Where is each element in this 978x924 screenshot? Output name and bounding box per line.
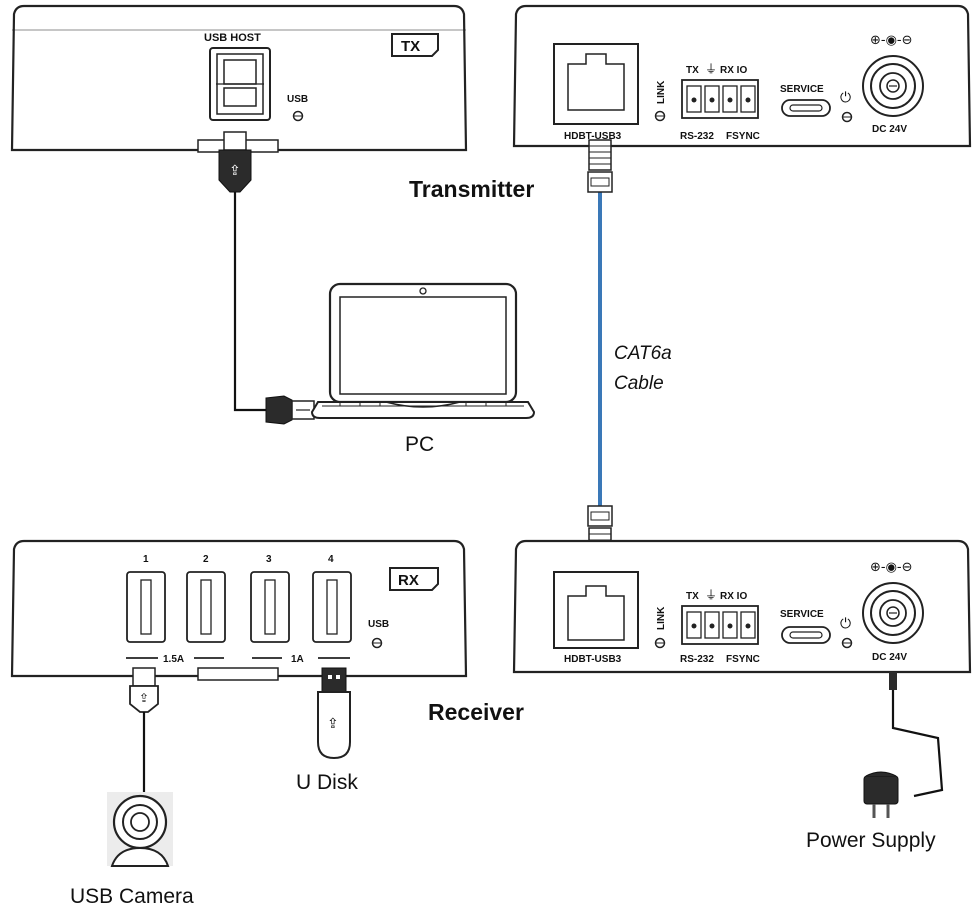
rx-group-2-current: 1A [291,654,304,665]
tx-service-label: SERVICE [780,84,824,95]
cable-label-line2: Cable [614,373,664,394]
tx-hdbt-port[interactable] [553,43,639,125]
rx-usb-unit: 1 2 3 4 1.5A 1A USB [10,539,468,681]
rx-terminal-block[interactable] [681,605,759,645]
rx-power-icon: ⏻ [840,616,851,632]
tx-service-port[interactable] [781,99,831,117]
u-disk-label: U Disk [296,771,358,794]
tx-link-led [654,110,666,122]
usb-cable-tx-to-pc: ⇪ [218,131,315,425]
tx-fsync-label: FSYNC [726,131,760,142]
svg-text:⇪: ⇪ [229,163,241,179]
rx-ground-icon: ⏚ [705,588,717,602]
pc-laptop-icon [310,282,536,419]
rx-group-1-current: 1.5A [163,654,184,665]
rx-dc-label: DC 24V [872,652,907,663]
tx-dc-jack[interactable] [862,55,924,117]
tx-usb-led-label: USB [287,94,308,105]
rx-polarity-icon: ⊕-◉-⊖ [870,560,913,575]
tx-rs232-label: RS-232 [680,131,714,142]
power-supply-label: Power Supply [806,829,936,852]
tx-terminal-block[interactable] [681,79,759,119]
rx-link-led [654,637,666,649]
tx-tx-label: TX [686,65,699,76]
rx-service-port[interactable] [781,626,831,644]
usb-camera-label: USB Camera [70,885,194,908]
rx-link-label: LINK [656,606,667,630]
rx-port-number-3: 3 [266,554,272,565]
rx-usb-port-1[interactable] [126,571,166,643]
tx-badge: TX [391,33,439,57]
rx-usb-port-2[interactable] [186,571,226,643]
rx-power-led [841,637,853,649]
rx-rs232-label: RS-232 [680,654,714,665]
usb-camera-icon [107,792,173,867]
usb-a-plug-pc [265,395,315,425]
usb-cable-camera: ⇪ [129,667,159,800]
tx-dc-label: DC 24V [872,124,907,135]
rx-badge: RX [389,567,439,591]
tx-usb-unit: USB HOST USB TX [10,4,468,153]
rx-hdbt-label: HDBT-USB3 [564,654,622,665]
usb-b-plug: ⇪ [218,131,252,193]
tx-rxio-label: RX IO [720,65,747,76]
rx-port-number-4: 4 [328,554,334,565]
svg-text:⇪: ⇪ [327,716,339,732]
tx-ground-icon: ⏚ [705,62,717,76]
rx-rxio-label: RX IO [720,591,747,602]
svg-text:RX: RX [398,572,419,589]
rx-hdbt-port[interactable] [553,571,639,649]
rx-service-label: SERVICE [780,609,824,620]
cat6a-cable [587,139,613,557]
power-cable [889,672,944,798]
tx-polarity-icon: ⊕-◉-⊖ [870,33,913,48]
cable-label-line1: CAT6a [614,343,672,364]
receiver-label: Receiver [428,699,524,725]
u-disk-icon: ⇪ [317,667,351,760]
tx-extender-panel: HDBT-USB3 LINK TX ⏚ RX IO RS-232 FSYNC S… [512,4,972,148]
rx-usb-port-4[interactable] [312,571,352,643]
svg-text:TX: TX [401,38,420,55]
rx-tx-label: TX [686,591,699,602]
rx-usb-led [371,637,383,649]
rx-dc-jack[interactable] [862,582,924,644]
rx-port-number-1: 1 [143,554,149,565]
transmitter-label: Transmitter [409,176,534,202]
svg-text:⇪: ⇪ [139,691,149,705]
rx-fsync-label: FSYNC [726,654,760,665]
pc-label: PC [405,433,434,456]
tx-power-led [841,111,853,123]
usb-host-port[interactable] [209,47,271,121]
tx-link-label: LINK [656,80,667,104]
tx-hdbt-label: HDBT-USB3 [564,131,622,142]
tx-usb-led [292,110,304,122]
rx-port-number-2: 2 [203,554,209,565]
usb-host-label: USB HOST [204,32,261,44]
rj45-plug-top [587,139,613,193]
rx-extender-panel: HDBT-USB3 LINK TX ⏚ RX IO RS-232 FSYNC S… [512,539,972,674]
tx-power-icon: ⏻ [840,90,851,106]
power-adapter-icon [863,771,899,818]
rx-usb-port-3[interactable] [250,571,290,643]
rx-usb-led-label: USB [368,619,389,630]
